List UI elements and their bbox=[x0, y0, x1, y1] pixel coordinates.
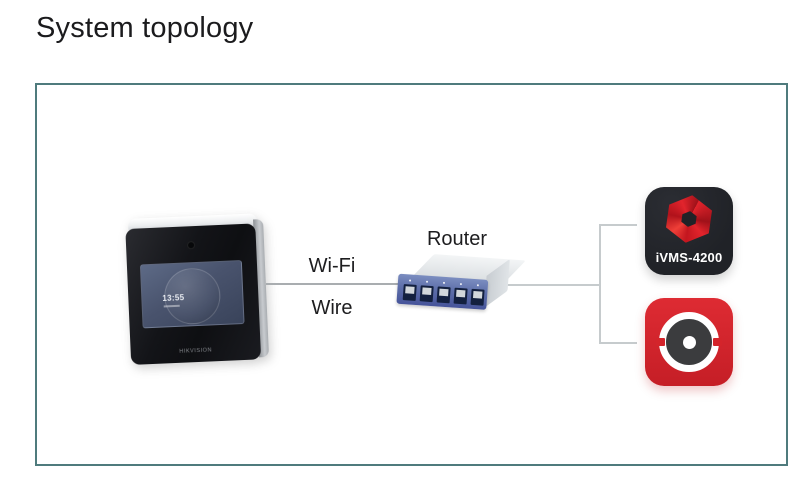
port-led-icon bbox=[476, 284, 479, 287]
port-led-icon bbox=[425, 280, 429, 283]
ivms-logo-icon bbox=[662, 192, 716, 246]
rj45-jack-icon bbox=[405, 286, 415, 294]
wire-label: Wire bbox=[311, 297, 353, 319]
rj45-jack-icon bbox=[472, 290, 483, 299]
ivms-4200-app-icon: iVMS-4200 bbox=[645, 187, 733, 275]
port-led-icon bbox=[408, 279, 412, 282]
topology-frame bbox=[35, 83, 788, 466]
device-front-panel: 13:55 HIKVISION bbox=[125, 223, 262, 365]
router-clients-line bbox=[500, 284, 600, 286]
router-ports bbox=[397, 274, 489, 306]
ivms-app-label: iVMS-4200 bbox=[655, 250, 723, 265]
ring-left-notch bbox=[656, 338, 665, 346]
ivms-logo-center bbox=[680, 210, 698, 228]
ethernet-port bbox=[402, 279, 417, 301]
screen-clock: 13:55 bbox=[162, 293, 185, 304]
bracket-bottom-branch-line bbox=[599, 342, 637, 344]
lens-center-dot bbox=[682, 335, 696, 349]
ethernet-port bbox=[436, 281, 451, 304]
ring-right-notch bbox=[713, 338, 722, 346]
rj45-jack-icon bbox=[422, 287, 432, 296]
ethernet-port bbox=[453, 283, 468, 305]
port-led-icon bbox=[442, 281, 446, 284]
ethernet-port bbox=[470, 284, 485, 306]
device-screen: 13:55 bbox=[139, 260, 245, 329]
bracket-top-branch-line bbox=[599, 224, 637, 226]
device-brand-label: HIKVISION bbox=[179, 346, 213, 355]
wifi-label: Wi-Fi bbox=[308, 255, 356, 277]
device-router-line bbox=[266, 283, 402, 285]
port-led-icon bbox=[459, 283, 462, 286]
bracket-vertical-line bbox=[599, 225, 601, 344]
router-front-face bbox=[396, 273, 489, 310]
ethernet-port bbox=[419, 280, 434, 303]
camera-lens-icon bbox=[186, 241, 196, 250]
hik-connect-app-icon bbox=[645, 298, 733, 386]
access-terminal-device: 13:55 HIKVISION bbox=[125, 213, 270, 365]
lens-ring-icon bbox=[659, 312, 719, 372]
rj45-jack-icon bbox=[456, 289, 466, 298]
router-label: Router bbox=[426, 228, 488, 250]
rj45-jack-icon bbox=[439, 288, 449, 297]
page-title: System topology bbox=[36, 12, 254, 44]
router-image bbox=[396, 250, 526, 317]
